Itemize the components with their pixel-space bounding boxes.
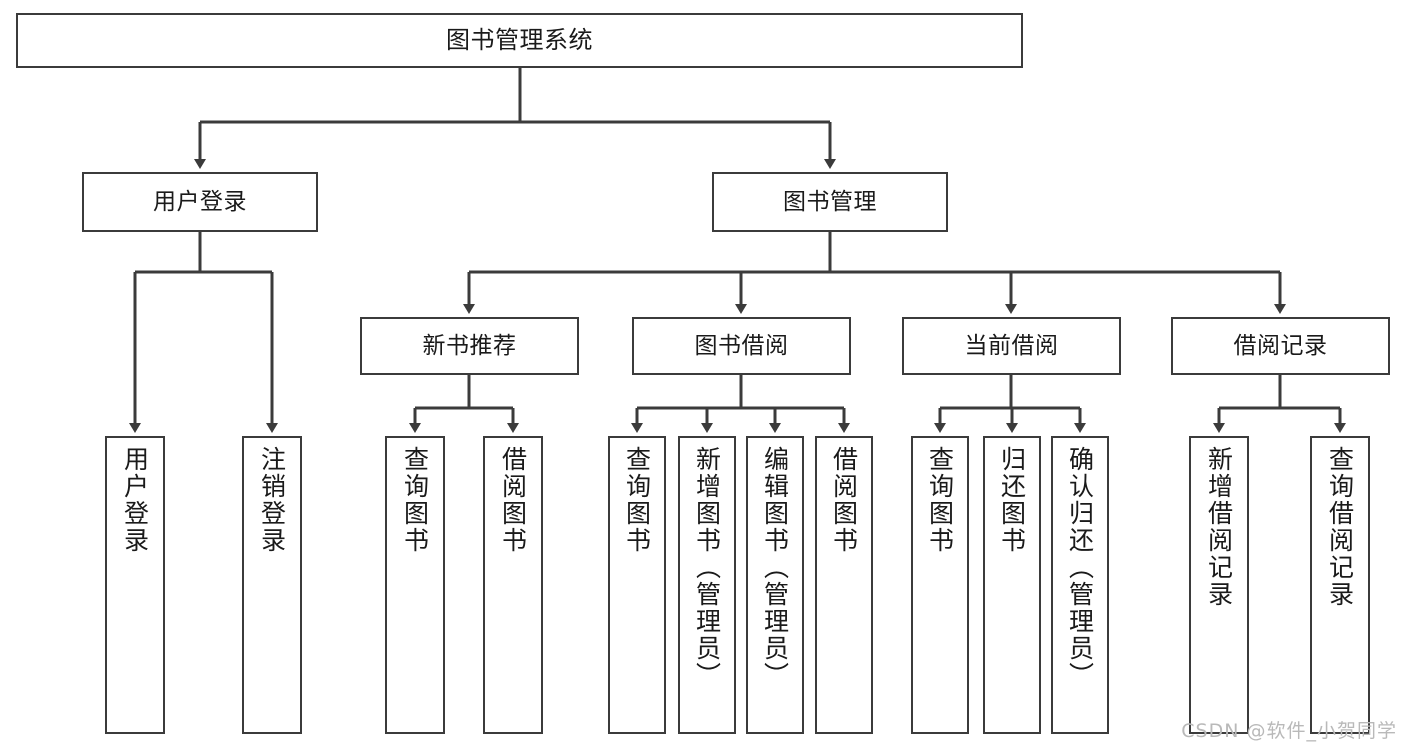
node-leaf-borrow-book-new-label: 借阅图书 [498,446,528,554]
node-level3-new-book-recommend[interactable]: 新书推荐 [360,317,579,375]
node-leaf-logout[interactable]: 注销登录 [242,436,302,734]
node-root-label: 图书管理系统 [446,25,593,54]
node-level3-borrow-record[interactable]: 借阅记录 [1171,317,1390,375]
node-leaf-query-book-borrow[interactable]: 查询图书 [608,436,666,734]
watermark: CSDN @软件_小贺同学 [1181,720,1397,742]
node-leaf-user-login-label: 用户登录 [120,446,150,554]
node-leaf-add-borrow-record-label: 新增借阅记录 [1204,446,1234,608]
node-leaf-return-book-label: 归还图书 [997,446,1027,554]
node-level2-user-login[interactable]: 用户登录 [82,172,318,232]
node-leaf-confirm-return-admin[interactable]: 确认归还（管理员） [1051,436,1109,734]
node-leaf-logout-label: 注销登录 [257,446,287,554]
node-leaf-borrow-book-new[interactable]: 借阅图书 [483,436,543,734]
node-leaf-edit-book-admin[interactable]: 编辑图书（管理员） [746,436,804,734]
node-level2-book-management-label: 图书管理 [783,188,877,215]
node-leaf-add-borrow-record[interactable]: 新增借阅记录 [1189,436,1249,734]
node-leaf-edit-book-admin-label: 编辑图书（管理员） [760,446,790,689]
node-leaf-query-book-current-label: 查询图书 [925,446,955,554]
node-level2-user-login-label: 用户登录 [153,188,247,215]
node-level3-book-borrow[interactable]: 图书借阅 [632,317,851,375]
node-level3-new-book-recommend-label: 新书推荐 [422,332,517,359]
node-level2-book-management[interactable]: 图书管理 [712,172,948,232]
node-level3-book-borrow-label: 图书借阅 [694,332,789,359]
node-leaf-borrow-book-label: 借阅图书 [829,446,859,554]
node-leaf-confirm-return-admin-label: 确认归还（管理员） [1065,446,1095,689]
node-leaf-query-borrow-record-label: 查询借阅记录 [1325,446,1355,608]
node-level3-current-borrow-label: 当前借阅 [964,332,1059,359]
node-leaf-add-book-admin-label: 新增图书（管理员） [692,446,722,689]
node-leaf-query-book-new-label: 查询图书 [400,446,430,554]
node-leaf-return-book[interactable]: 归还图书 [983,436,1041,734]
node-leaf-query-borrow-record[interactable]: 查询借阅记录 [1310,436,1370,734]
node-level3-current-borrow[interactable]: 当前借阅 [902,317,1121,375]
node-root[interactable]: 图书管理系统 [16,13,1023,68]
node-leaf-user-login[interactable]: 用户登录 [105,436,165,734]
node-leaf-borrow-book[interactable]: 借阅图书 [815,436,873,734]
node-level3-borrow-record-label: 借阅记录 [1233,332,1328,359]
node-leaf-query-book-borrow-label: 查询图书 [622,446,652,554]
node-leaf-add-book-admin[interactable]: 新增图书（管理员） [678,436,736,734]
node-leaf-query-book-current[interactable]: 查询图书 [911,436,969,734]
node-leaf-query-book-new[interactable]: 查询图书 [385,436,445,734]
